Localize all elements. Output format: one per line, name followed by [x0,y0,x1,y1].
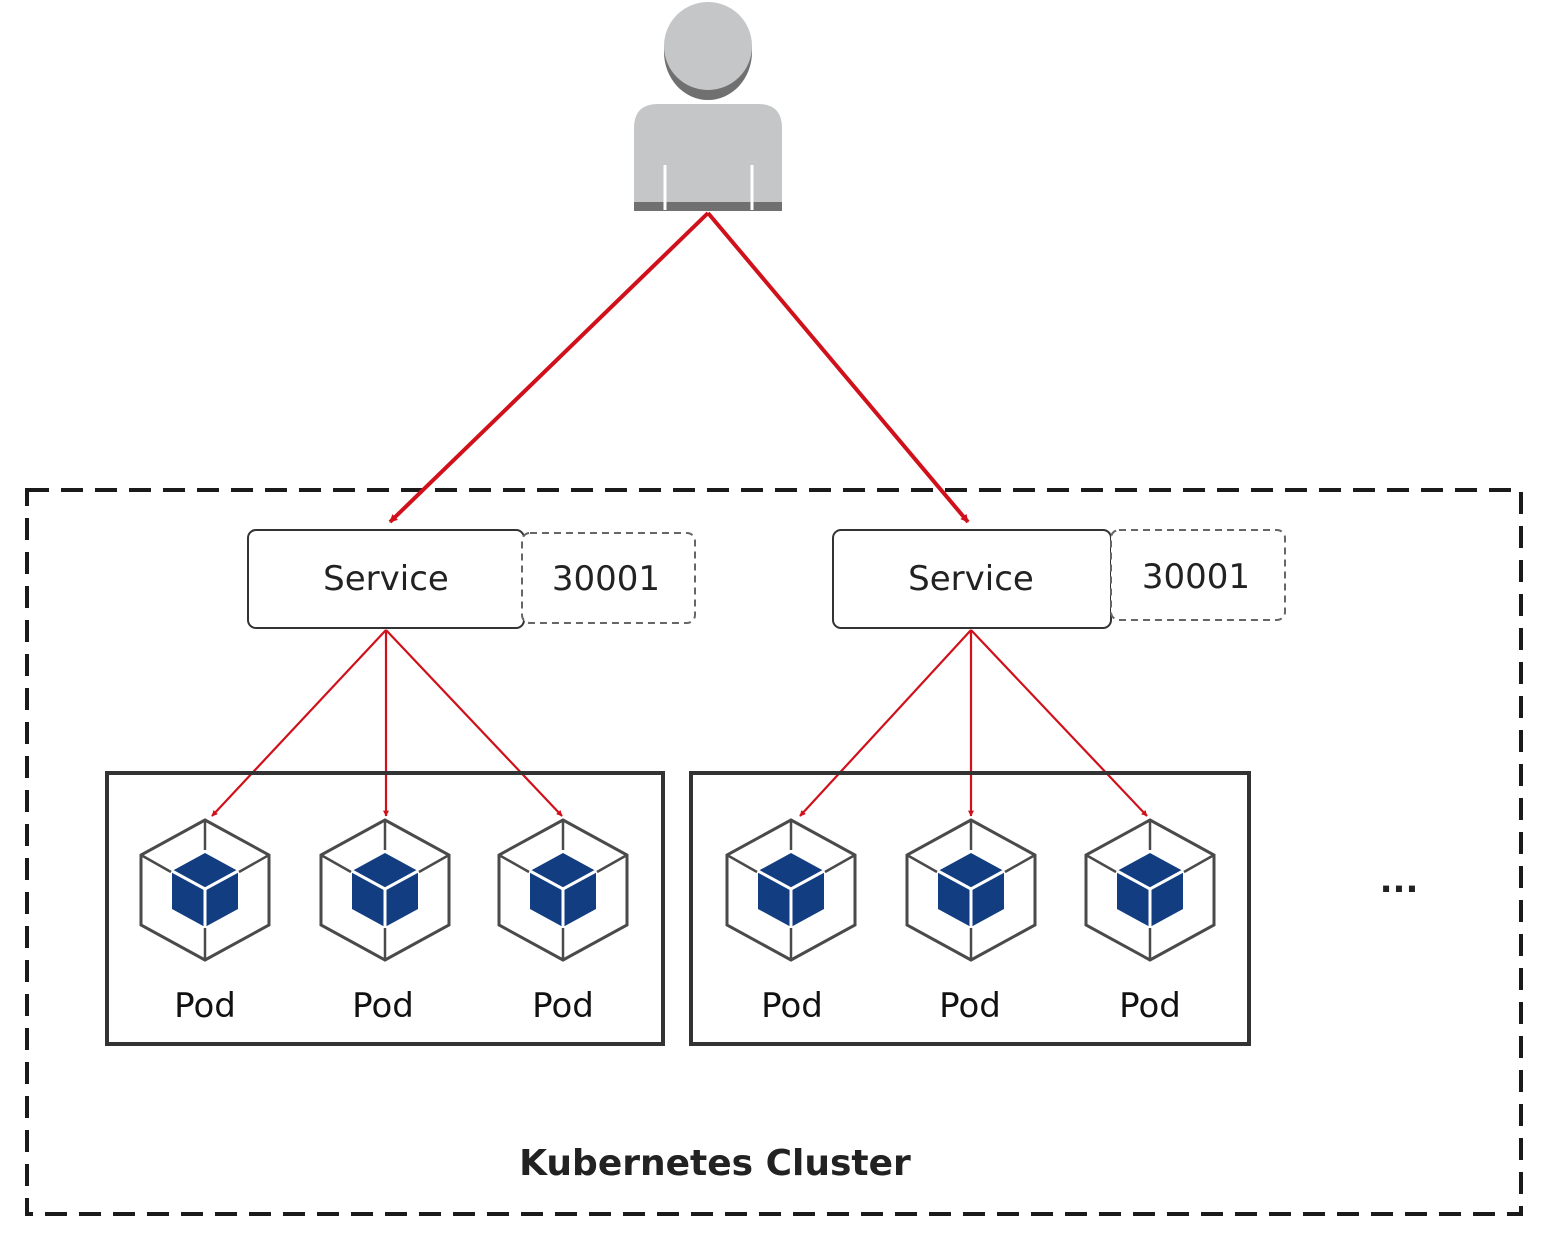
service-1: Service 30001 [247,529,696,629]
pod-cube-icon [497,818,629,962]
arrow-user-to-service-2 [706,211,970,524]
arrow-service-2-to-pod-1 [799,629,972,817]
arrow-service-1-to-pod-1 [211,629,387,817]
pod-cube-icon [725,818,857,962]
pod-group-1 [105,771,665,1046]
user-icon [634,2,782,211]
port-box [521,532,696,624]
pod-label: Pod [761,986,823,1026]
pod-label: Pod [939,986,1001,1026]
pod-label: Pod [352,986,414,1026]
service-label: Service [323,559,449,599]
pod-cube-icon [319,818,451,962]
pod-cube-icon [139,818,271,962]
pod-cube-icon [1084,818,1216,962]
service-2: Service 30001 [832,529,1286,629]
arrow-user-to-service-1 [388,211,710,524]
port-box [1110,529,1286,621]
service-label: Service [908,559,1034,599]
more-indicator: ... [1380,861,1419,901]
pod-label: Pod [532,986,594,1026]
pod-cube-icon [905,818,1037,962]
cluster-boundary [25,488,1523,1216]
pod-group-2 [689,771,1251,1046]
pod-label: Pod [1119,986,1181,1026]
port-label: 30001 [1142,557,1250,597]
pod-label: Pod [174,986,236,1026]
arrow-service-1-to-pod-3 [385,629,563,817]
cluster-label: Kubernetes Cluster [519,1143,911,1184]
port-label: 30001 [552,559,660,599]
arrow-service-2-to-pod-3 [970,629,1148,817]
